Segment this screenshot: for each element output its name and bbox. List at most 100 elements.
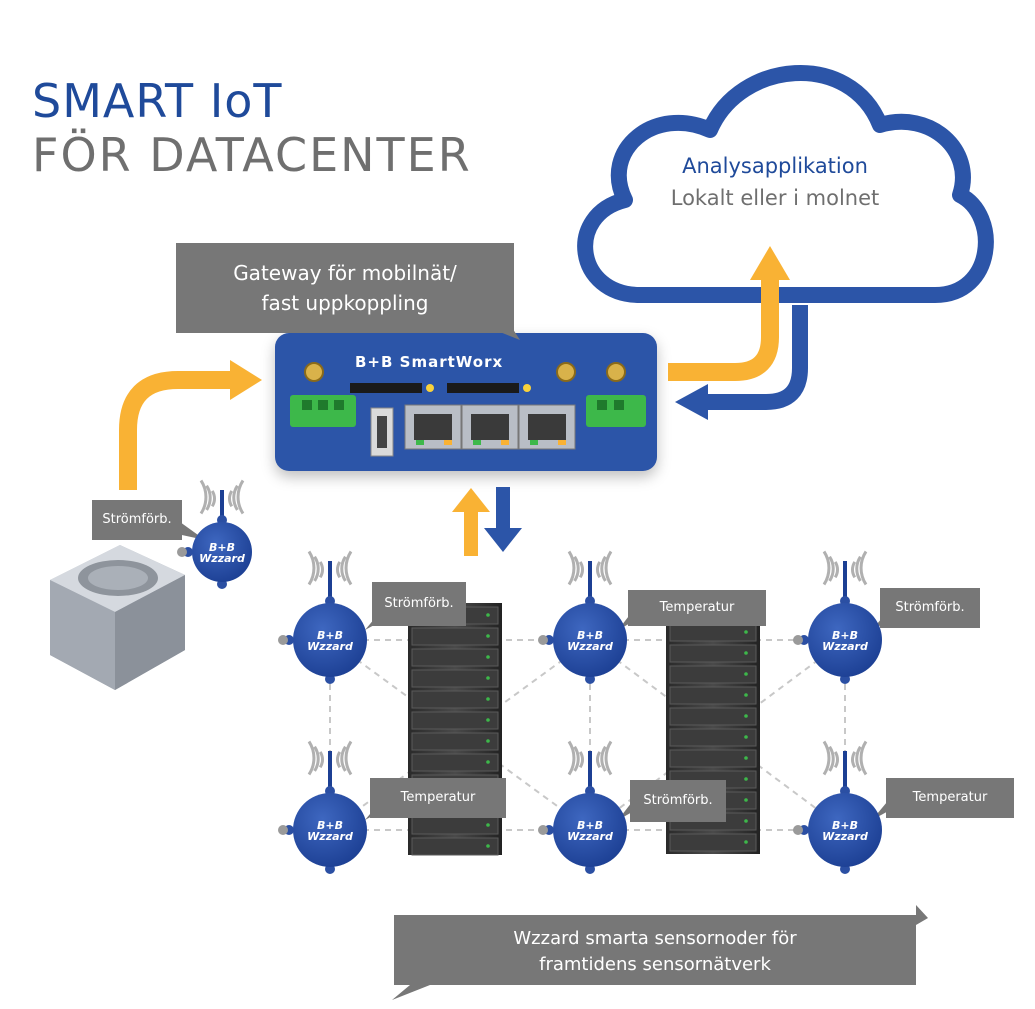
sensor-r2c2: [538, 740, 627, 874]
sensor-brand-bottom: Wzzard: [567, 640, 613, 653]
sensor-body: [553, 603, 627, 677]
arrow-cloud-to-gateway: [705, 305, 808, 410]
sensor-ac: [177, 479, 252, 589]
rack-unit: [669, 707, 757, 726]
gateway-line-2: fast uppkoppling: [261, 291, 429, 315]
wifi-wave-icon: [578, 561, 585, 579]
wifi-wave-icon: [828, 745, 835, 772]
antenna: [843, 561, 847, 605]
rack-led: [744, 777, 748, 781]
wifi-wave-icon: [313, 555, 320, 582]
rack-led: [486, 718, 490, 722]
wifi-wave-icon: [573, 745, 580, 772]
footer-callout-text: Wzzard smarta sensornoder för framtidens…: [394, 926, 916, 978]
rack-unit: [411, 837, 499, 856]
rack-led: [744, 651, 748, 655]
sensor-brand-top: B+B: [317, 819, 343, 832]
wifi-wave-icon: [340, 555, 347, 582]
rack-led: [486, 844, 490, 848]
arrow-down: [484, 528, 522, 552]
wifi-wave-icon: [604, 550, 613, 586]
sensor-body: [553, 793, 627, 867]
wifi-wave-icon: [850, 751, 857, 769]
title-line-2: FÖR DATACENTER: [32, 128, 472, 182]
wifi-wave-icon: [578, 751, 585, 769]
wifi-wave-icon: [567, 550, 576, 586]
wifi-wave-icon: [344, 740, 353, 776]
sensor-label-r1c3: Strömförb.: [880, 588, 980, 628]
sensor-brand-bottom: Wzzard: [822, 640, 868, 653]
footer-line-1: Wzzard smarta sensornoder för: [513, 928, 797, 949]
wifi-wave-icon: [318, 751, 325, 769]
rack-led: [744, 672, 748, 676]
rack-unit: [411, 732, 499, 751]
sensor-brand-top: B+B: [577, 629, 603, 642]
rack-led: [744, 714, 748, 718]
wifi-wave-icon: [604, 740, 613, 776]
footer-callout: [394, 915, 916, 985]
connector: [278, 825, 288, 835]
antenna: [843, 751, 847, 795]
wifi-wave-icon: [199, 479, 208, 515]
arrow-gateway-to-cloud: [668, 278, 779, 381]
connector: [538, 825, 548, 835]
wifi-wave-icon: [828, 555, 835, 582]
gateway-callout-text: Gateway för mobilnät/ fast uppkoppling: [176, 258, 514, 318]
rack-led: [744, 819, 748, 823]
cloud-shape: [577, 64, 994, 303]
sensor-body: [808, 603, 882, 677]
wifi-wave-icon: [573, 555, 580, 582]
wifi-wave-icon: [833, 561, 840, 579]
sensor-brand-bottom: Wzzard: [307, 830, 353, 843]
rack-led: [744, 756, 748, 760]
antenna: [588, 751, 592, 795]
rack-unit: [411, 816, 499, 835]
wifi-wave-icon: [335, 561, 342, 579]
sensor-label-ac: Strömförb.: [92, 500, 182, 540]
sensor-body: [293, 793, 367, 867]
wifi-wave-icon: [232, 484, 239, 511]
wifi-wave-icon: [313, 745, 320, 772]
arrow-ac-to-gateway: [119, 371, 232, 490]
sensor-r1c1: [278, 550, 367, 684]
wifi-wave-icon: [236, 479, 245, 515]
wifi-wave-icon: [822, 550, 831, 586]
sensor-label-r1c2: Temperatur: [628, 590, 766, 626]
rack-unit: [411, 753, 499, 772]
sensor-r1c3: [793, 550, 882, 684]
antenna: [588, 561, 592, 605]
sensor-r1c2: [538, 550, 627, 684]
wifi-wave-icon: [859, 740, 868, 776]
rack-led: [486, 760, 490, 764]
antenna: [328, 561, 332, 605]
rack-unit: [669, 749, 757, 768]
wifi-wave-icon: [227, 490, 234, 508]
wifi-wave-icon: [600, 555, 607, 582]
sensor-brand-bottom: Wzzard: [567, 830, 613, 843]
rack-led: [486, 697, 490, 701]
connector: [793, 635, 803, 645]
connector: [177, 547, 187, 557]
sensor-brand-top: B+B: [317, 629, 343, 642]
ac-unit: [50, 545, 185, 690]
antenna: [328, 751, 332, 795]
rack-led: [744, 798, 748, 802]
connector: [793, 825, 803, 835]
sensor-brand-top: B+B: [577, 819, 603, 832]
cloud-subtitle: Lokalt eller i molnet: [670, 186, 880, 210]
wifi-wave-icon: [850, 561, 857, 579]
wifi-wave-icon: [855, 555, 862, 582]
router-brand: B+B SmartWorx: [355, 353, 504, 371]
rack-unit: [669, 686, 757, 705]
sensor-brand-top: B+B: [832, 629, 858, 642]
wifi-wave-icon: [344, 550, 353, 586]
arrow-up: [452, 488, 490, 512]
wifi-wave-icon: [822, 740, 831, 776]
sensor-brand-bottom: Wzzard: [822, 830, 868, 843]
wifi-wave-icon: [307, 740, 316, 776]
